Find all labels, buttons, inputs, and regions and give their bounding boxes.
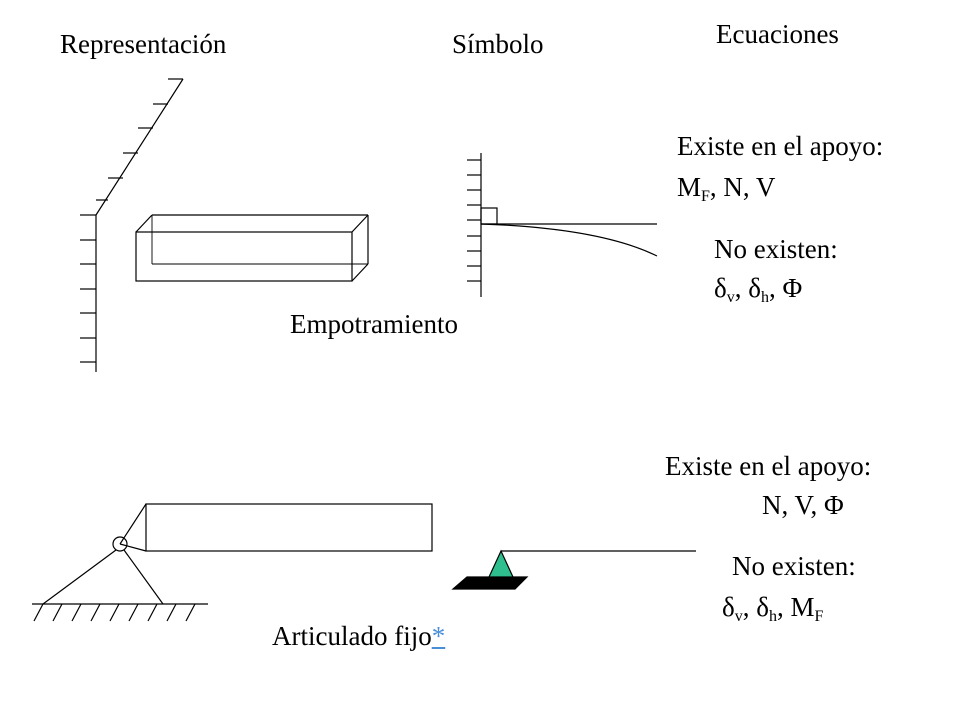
fixed-not-exists-values: δv, δh, Φ bbox=[714, 273, 803, 306]
pinned-support-symbol bbox=[451, 549, 696, 590]
fixed-support-caption: Empotramiento bbox=[290, 309, 458, 339]
header-symbol: Símbolo bbox=[452, 29, 544, 59]
pinned-support-caption: Articulado fijo* bbox=[272, 620, 445, 652]
pinned-representation bbox=[32, 503, 433, 622]
pinned-exists-label: Existe en el apoyo: bbox=[665, 451, 872, 481]
pinned-not-exists-values: δv, δh, MF bbox=[722, 592, 824, 625]
pinned-caption-text: Articulado fijo bbox=[272, 621, 432, 651]
header-equations: Ecuaciones bbox=[716, 19, 839, 49]
fixed-exists-label: Existe en el apoyo: bbox=[677, 131, 884, 161]
footnote-link[interactable]: * bbox=[431, 621, 446, 651]
pinned-not-exists-label: No existen: bbox=[732, 551, 856, 581]
fixed-wall-drawing bbox=[80, 78, 184, 372]
pinned-exists-values: N, V, Φ bbox=[762, 490, 844, 520]
fixed-support-symbol bbox=[467, 153, 658, 297]
header-representation: Representación bbox=[60, 29, 227, 59]
fixed-not-exists-label: No existen: bbox=[714, 234, 838, 264]
fixed-exists-values: MF, N, V bbox=[677, 172, 776, 205]
fixed-beam-box bbox=[135, 214, 369, 282]
